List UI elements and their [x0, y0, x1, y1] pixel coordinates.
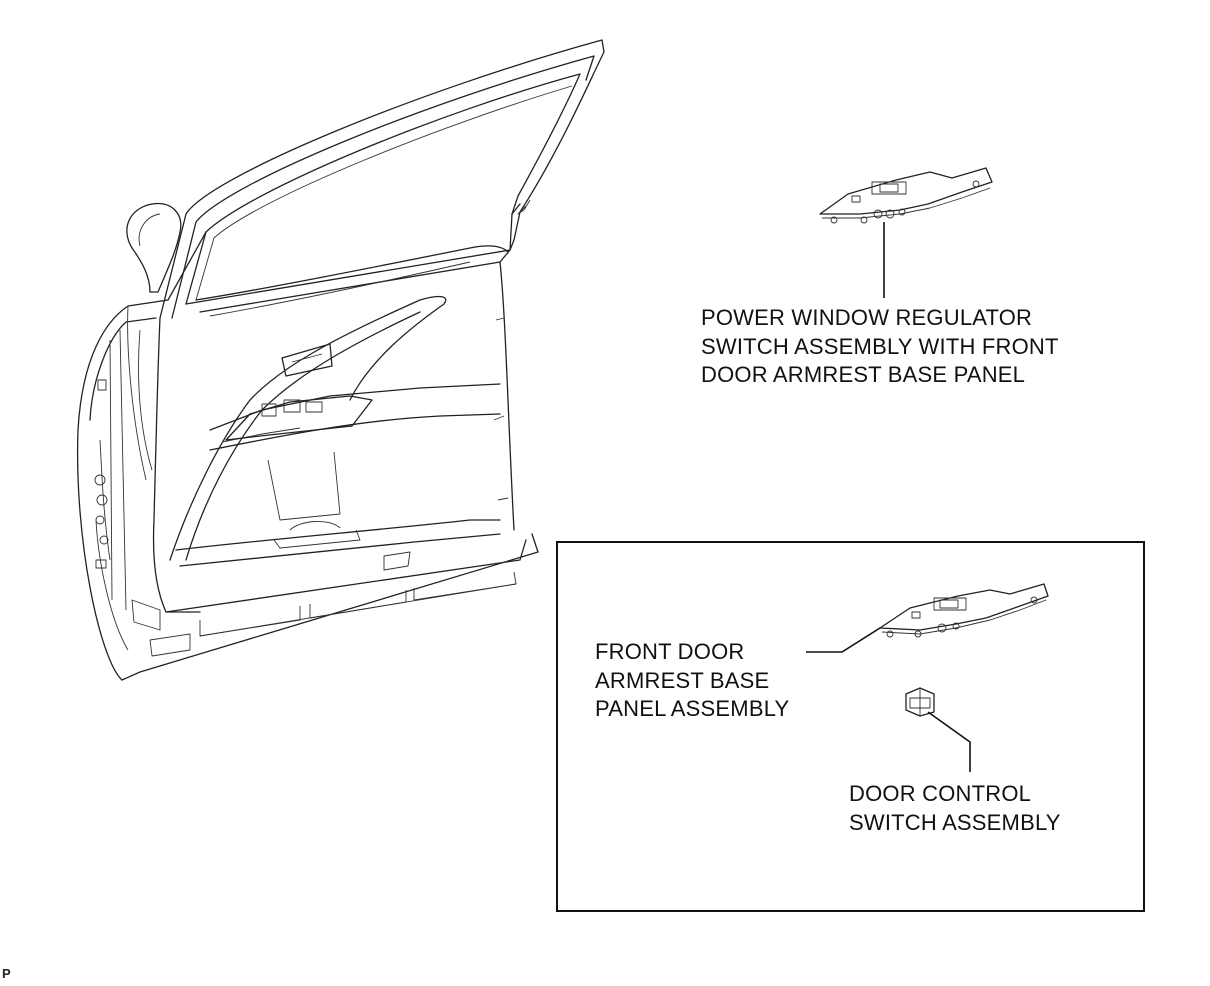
- label-line: DOOR ARMREST BASE PANEL: [701, 362, 1026, 387]
- label-line: FRONT DOOR: [595, 639, 745, 664]
- front-door-illustration: [76, 39, 605, 681]
- label-line: DOOR CONTROL: [849, 781, 1032, 806]
- armrest-base-panel-illustration: [879, 583, 1049, 638]
- label-line: ARMREST BASE: [595, 667, 770, 693]
- door-control-switch-illustration: [905, 687, 935, 717]
- door-control-switch-leader: [927, 711, 971, 772]
- power-window-switch-illustration: [819, 167, 993, 224]
- label-line: SWITCH ASSEMBLY WITH FRONT: [701, 333, 1059, 359]
- armrest-base-panel-label: FRONT DOOR ARMREST BASE PANEL ASSEMBLY: [595, 638, 789, 724]
- armrest-base-panel-leader: [806, 627, 881, 653]
- label-line: PANEL ASSEMBLY: [595, 696, 790, 721]
- door-control-switch-label: DOOR CONTROL SWITCH ASSEMBLY: [849, 780, 1061, 837]
- label-line: POWER WINDOW REGULATOR: [701, 305, 1033, 330]
- power-window-switch-label: POWER WINDOW REGULATOR SWITCH ASSEMBLY W…: [701, 304, 1059, 390]
- figure-code: P: [2, 966, 11, 981]
- detail-box: [556, 541, 1145, 912]
- seat-headrest: [126, 202, 182, 293]
- label-line: SWITCH ASSEMBLY: [849, 809, 1061, 835]
